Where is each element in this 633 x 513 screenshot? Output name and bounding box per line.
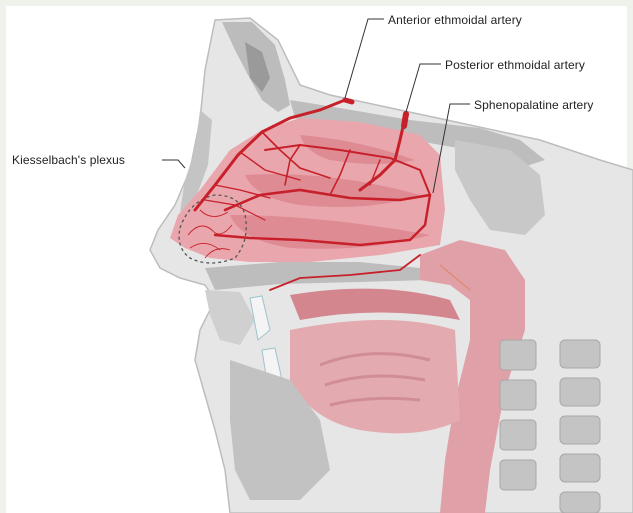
leader-posterior-ethmoidal <box>406 64 441 112</box>
leader-anterior-ethmoidal <box>345 19 384 98</box>
label-posterior-ethmoidal-artery: Posterior ethmoidal artery <box>445 58 585 72</box>
label-anterior-ethmoidal-artery: Anterior ethmoidal artery <box>388 13 522 27</box>
label-sphenopalatine-artery: Sphenopalatine artery <box>474 98 594 112</box>
label-kiesselbach-plexus: Kiesselbach's plexus <box>12 153 125 167</box>
leader-kiesselbach <box>162 160 185 168</box>
